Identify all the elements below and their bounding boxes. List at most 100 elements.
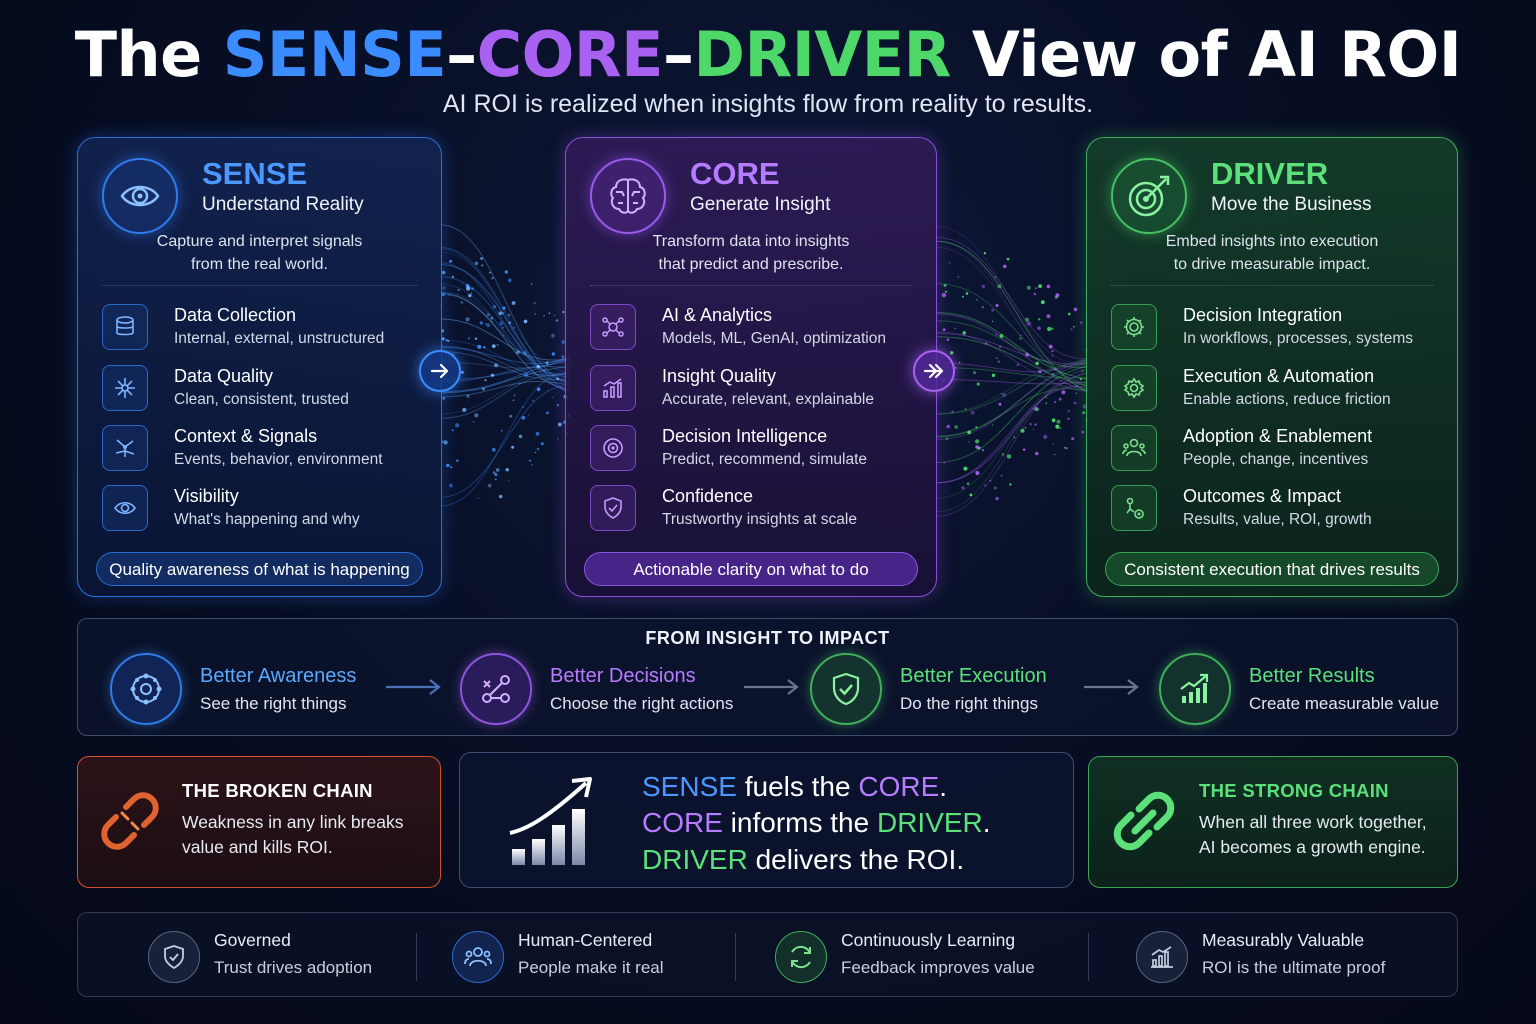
particle [976, 382, 980, 386]
particle [449, 483, 453, 488]
particle [1075, 392, 1078, 395]
particle [523, 351, 527, 355]
particle [944, 290, 948, 293]
broken-chain-icon [101, 792, 159, 850]
particle-trail [440, 372, 570, 415]
particle [1003, 264, 1007, 269]
growth-chart-icon [1159, 653, 1231, 725]
particle [961, 486, 965, 490]
particle [1006, 257, 1010, 261]
particle [950, 351, 954, 355]
particle [511, 445, 515, 449]
particle [487, 483, 492, 488]
particle [547, 390, 549, 392]
particle [999, 345, 1002, 348]
particle [1029, 422, 1032, 426]
particle-trail [440, 292, 570, 363]
particle [480, 257, 483, 260]
core-title: CORE [690, 156, 780, 191]
particle-trail [440, 339, 570, 383]
particle [494, 478, 497, 481]
particle [449, 259, 453, 263]
particle [500, 429, 503, 432]
particle [556, 377, 560, 381]
particle-trail [440, 350, 570, 381]
particle [507, 278, 512, 283]
particle [536, 387, 541, 392]
sparkle-icon [102, 365, 148, 411]
particle [1026, 285, 1031, 290]
particle [494, 473, 498, 477]
particle [543, 314, 545, 317]
particle [1045, 396, 1048, 399]
particle [511, 301, 516, 305]
particle-trail [936, 320, 1088, 368]
particle [1054, 368, 1057, 371]
chart-icon [1136, 931, 1188, 983]
particle [513, 327, 515, 329]
people-icon [452, 931, 504, 983]
particle [508, 480, 510, 482]
arrow-right-icon [419, 350, 461, 392]
particle [1000, 474, 1003, 477]
particle [1053, 453, 1056, 456]
particle [492, 304, 497, 309]
particle [446, 463, 450, 468]
particle [507, 313, 511, 317]
core-item-ai-analytics: AI & Analytics Models, ML, GenAI, optimi… [590, 304, 920, 354]
particle [505, 468, 509, 472]
particle [1082, 411, 1086, 415]
particle-stream-core-driver [936, 226, 1088, 517]
particle [519, 382, 521, 385]
particle-trail [936, 369, 1088, 517]
particle [967, 430, 972, 435]
particle-trail [936, 385, 1088, 513]
driver-title: DRIVER [1211, 156, 1329, 191]
particle-trail [440, 293, 570, 390]
particle [471, 287, 474, 291]
insight-to-impact-section: FROM INSIGHT TO IMPACT Better Awareness … [77, 618, 1458, 736]
divider [735, 933, 736, 981]
particle [972, 371, 977, 375]
particle [961, 295, 964, 298]
particle [975, 439, 980, 444]
particle-trail [936, 365, 1088, 464]
particle [486, 323, 491, 328]
particle [442, 286, 446, 290]
particle-trail [440, 224, 570, 383]
particle [534, 451, 537, 454]
particle [1063, 446, 1066, 449]
particle [448, 294, 450, 296]
particle [1020, 428, 1025, 433]
particle [998, 402, 1002, 406]
particle [494, 363, 499, 368]
particle [975, 471, 980, 475]
particle [1051, 327, 1054, 330]
particle-trail [936, 312, 1088, 380]
particle [1065, 447, 1068, 450]
particle [981, 306, 984, 309]
particle [540, 442, 544, 446]
particle [1080, 321, 1083, 324]
particle [483, 346, 486, 349]
principle-continuously-learning: Continuously Learning Feedback improves … [775, 925, 1095, 987]
particle-trail [936, 236, 1088, 360]
particle-trail [936, 336, 1088, 387]
statement-line-1: SENSE fuels the CORE. [642, 771, 948, 802]
gear-icon [1111, 304, 1157, 350]
particle-trail [440, 372, 570, 507]
particle [1024, 426, 1027, 429]
particle-trail [440, 291, 570, 386]
particle [491, 320, 493, 322]
particle [441, 292, 445, 297]
step-better-results: Better Results Create measurable value [1159, 653, 1449, 725]
particle-trail [440, 346, 570, 365]
particle [460, 301, 464, 304]
particle [456, 459, 459, 463]
particle [496, 344, 499, 346]
particle-trail [936, 358, 1088, 415]
particle [946, 424, 950, 429]
particle [1082, 404, 1087, 409]
particle [441, 270, 446, 275]
step-better-execution: Better Execution Do the right things [810, 653, 1110, 725]
